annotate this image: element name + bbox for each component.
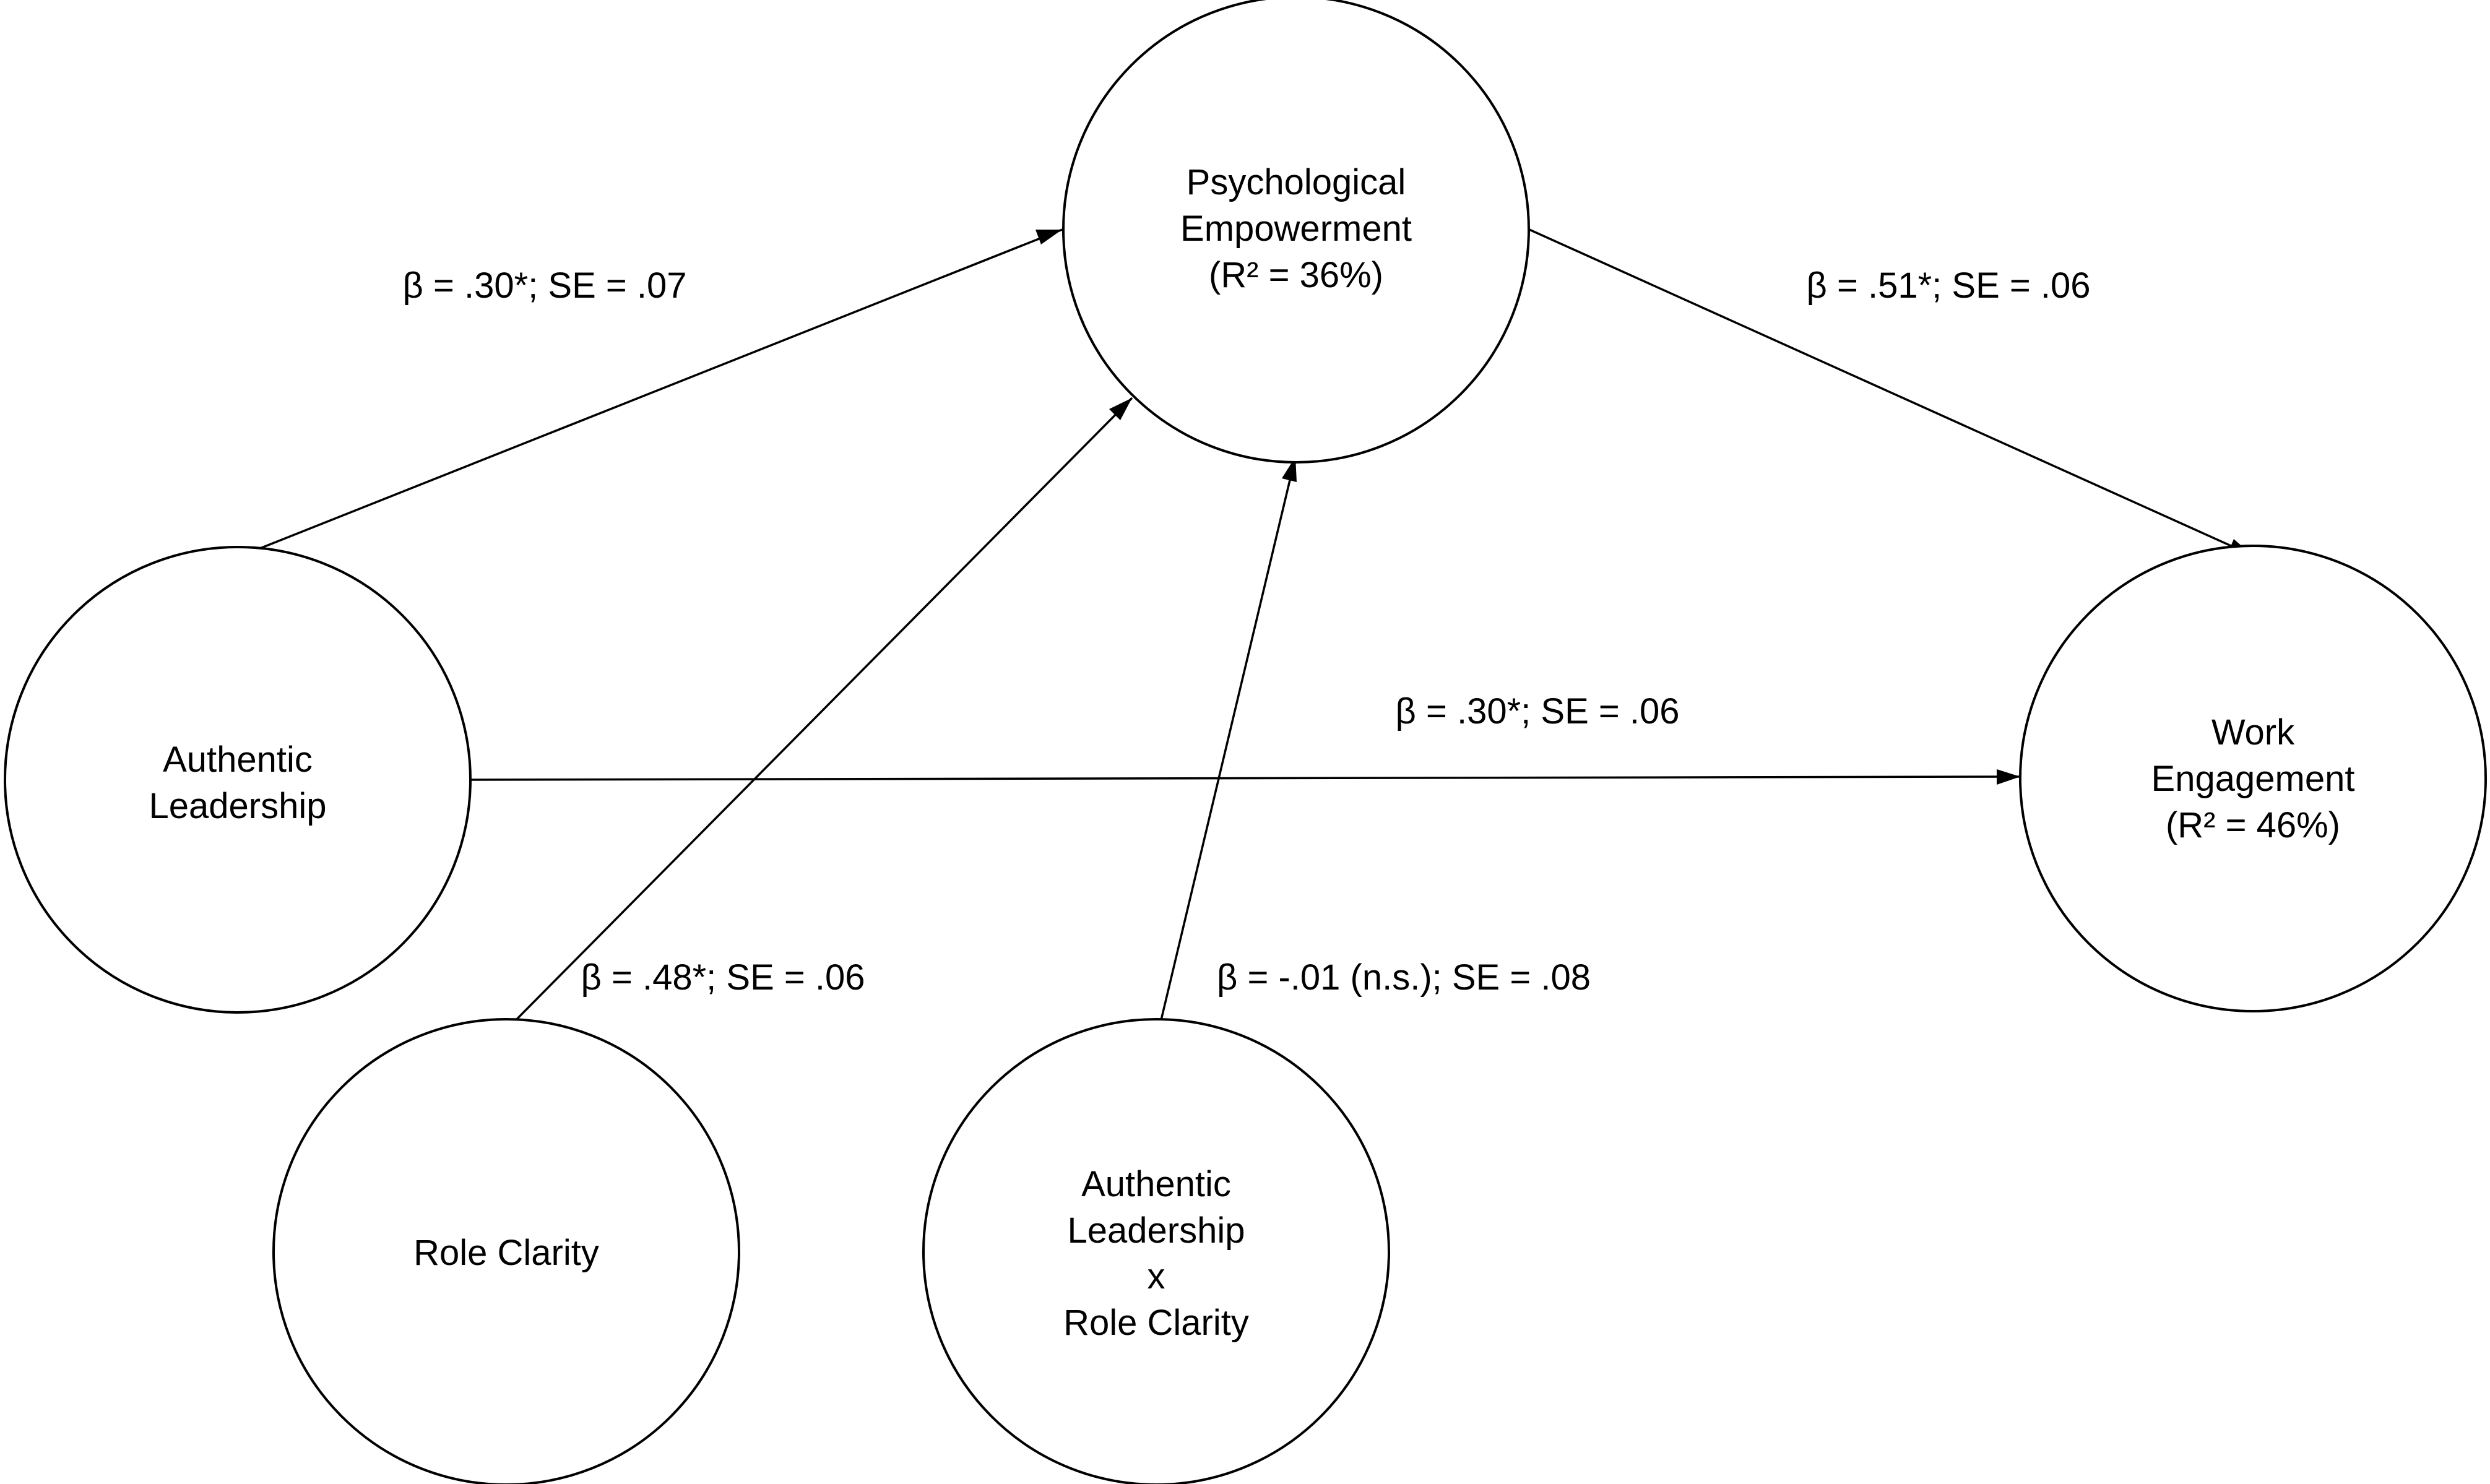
authentic-leadership-label-line2: Leadership (149, 786, 327, 826)
work-engagement-r-squared: (R² = 46%) (2166, 805, 2340, 845)
work-engagement-label-line1: Work (2211, 712, 2295, 753)
interaction-label-line1: Authentic (1081, 1164, 1231, 1204)
interaction-label-line2: Leadership (1068, 1210, 1245, 1251)
interaction-label-line3: x (1148, 1256, 1165, 1296)
coefficient-authentic-leadership-to-work-engagement: β = .30*; SE = .06 (1396, 691, 1680, 731)
node-authentic-leadership: Authentic Leadership (4, 546, 472, 1014)
interaction-label-line4: Role Clarity (1063, 1303, 1249, 1343)
node-work-engagement: Work Engagement (R² = 46%) (2019, 545, 2487, 1012)
psychological-empowerment-r-squared: (R² = 36%) (1209, 255, 1383, 295)
coefficient-authentic-leadership-to-empowerment: β = .30*; SE = .07 (403, 265, 687, 306)
authentic-leadership-label-line1: Authentic (163, 740, 313, 780)
role-clarity-circle (272, 1018, 740, 1484)
arrow-authentic-leadership-to-empowerment (235, 228, 1063, 559)
node-interaction: Authentic Leadership x Role Clarity (922, 1018, 1390, 1484)
authentic-leadership-circle (4, 546, 472, 1014)
arrowhead-authentic-leadership-to-empowerment (1035, 230, 1062, 244)
role-clarity-label: Role Clarity (413, 1233, 599, 1273)
arrow-empowerment-to-work-engagement (1529, 228, 2254, 557)
arrowhead-authentic-leadership-to-work-engagement (1997, 769, 2020, 785)
psychological-empowerment-label-line1: Psychological (1187, 162, 1406, 202)
arrow-authentic-leadership-to-work-engagement (471, 775, 2020, 781)
arrowhead-role-clarity-to-empowerment (1109, 398, 1132, 420)
node-role-clarity: Role Clarity (272, 1018, 740, 1484)
node-psychological-empowerment: Psychological Empowerment (R² = 36%) (1062, 0, 1530, 464)
work-engagement-circle (2019, 545, 2487, 1012)
arrow-role-clarity-to-empowerment (504, 397, 1133, 1032)
work-engagement-label-line2: Engagement (2151, 759, 2355, 799)
coefficient-interaction-to-empowerment: β = -.01 (n.s.); SE = .08 (1217, 957, 1591, 998)
coefficient-role-clarity-to-empowerment: β = .48*; SE = .06 (581, 957, 865, 998)
psychological-empowerment-circle (1062, 0, 1530, 464)
arrow-interaction-to-empowerment (1157, 456, 1297, 1031)
psychological-empowerment-label-line2: Empowerment (1180, 209, 1412, 249)
interaction-circle (922, 1018, 1390, 1484)
coefficient-empowerment-to-work-engagement: β = .51*; SE = .06 (1807, 265, 2091, 306)
